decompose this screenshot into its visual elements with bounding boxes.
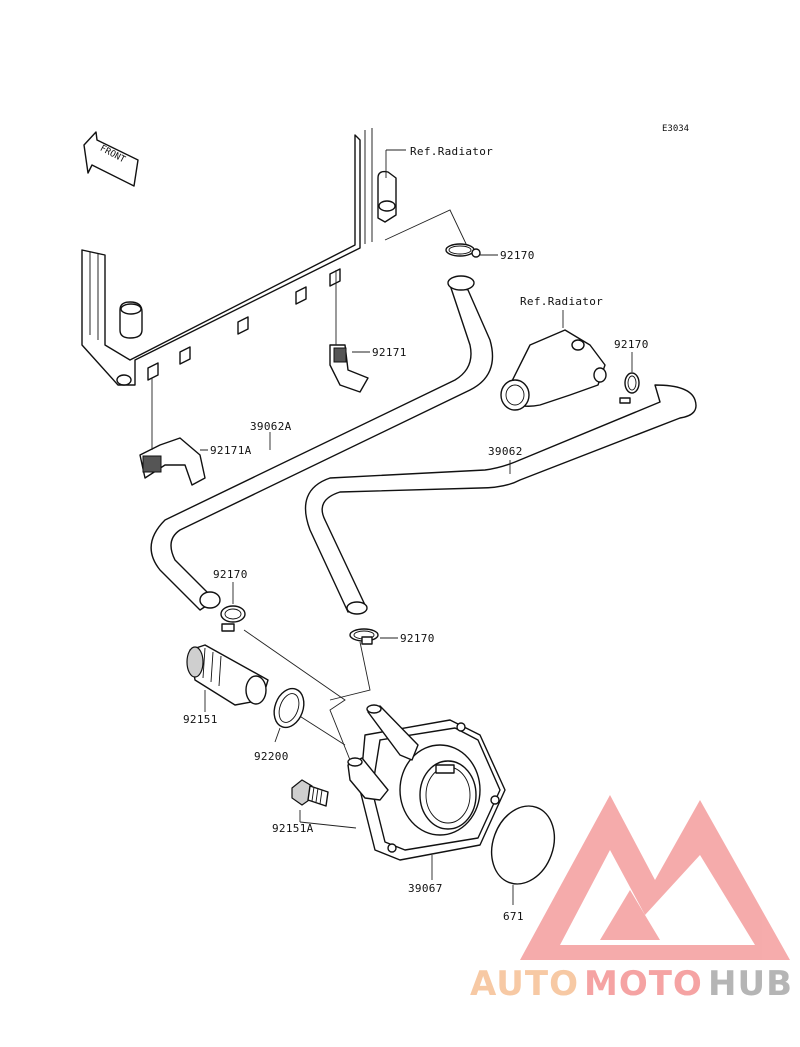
hose-39062 xyxy=(304,384,697,615)
label-671: 671 xyxy=(503,910,524,923)
ref-radiator-top-label: Ref.Radiator xyxy=(410,145,493,158)
diagram-code: E3034 xyxy=(662,124,689,134)
label-92170-a: 92170 xyxy=(500,249,535,262)
front-arrow-icon: FRONT xyxy=(83,131,139,187)
label-39067: 39067 xyxy=(408,882,443,895)
fitting-92151 xyxy=(186,644,269,706)
logo-inner-icon xyxy=(560,850,755,945)
oil-cooler-39067 xyxy=(347,704,506,861)
clamp-92170-right xyxy=(619,372,640,404)
clamp-92170-left xyxy=(220,605,246,632)
bolt-92151a xyxy=(291,779,329,807)
label-92170-b: 92170 xyxy=(614,338,649,351)
clamp-92170-top xyxy=(445,243,481,258)
radiator-outlet-fitting xyxy=(500,329,607,411)
clamp-92171a xyxy=(139,437,206,486)
label-92170-c: 92170 xyxy=(213,568,248,581)
watermark-part1: AUTO xyxy=(470,964,579,1004)
watermark-text: AUTO MOTO HUB xyxy=(470,964,793,1004)
watermark-part3: HUB xyxy=(708,964,793,1004)
label-92151a: 92151A xyxy=(272,822,314,835)
label-39062a: 39062A xyxy=(250,420,292,433)
watermark-part2: MOTO xyxy=(584,964,703,1004)
clamp-92171 xyxy=(329,344,369,393)
label-92171a: 92171A xyxy=(210,444,252,457)
watermark-logo xyxy=(520,795,790,960)
label-92171: 92171 xyxy=(372,346,407,359)
logo-inner-mark-icon xyxy=(600,890,660,940)
label-92170-d: 92170 xyxy=(400,632,435,645)
hose-39062a xyxy=(150,275,494,611)
label-39062: 39062 xyxy=(488,445,523,458)
label-92200: 92200 xyxy=(254,750,289,763)
label-92151: 92151 xyxy=(183,713,218,726)
radiator xyxy=(81,128,397,386)
o-ring-92200 xyxy=(273,687,305,729)
clamp-92170-center xyxy=(349,628,379,645)
ref-radiator-right-label: Ref.Radiator xyxy=(520,295,603,308)
o-ring-671 xyxy=(490,805,556,885)
